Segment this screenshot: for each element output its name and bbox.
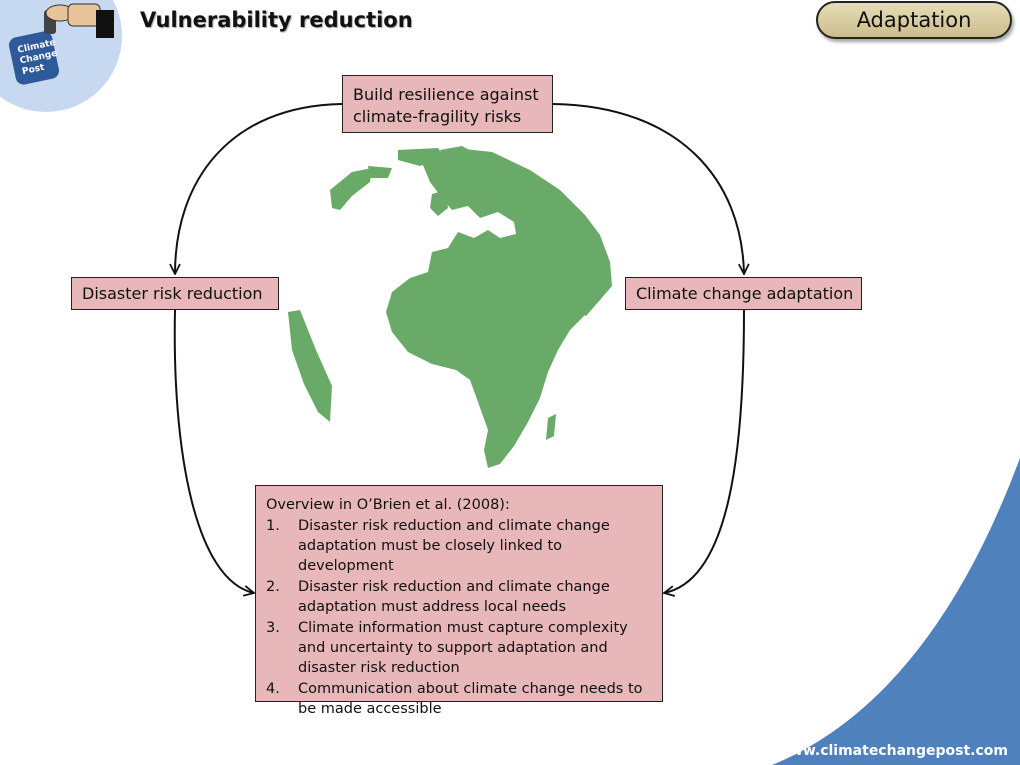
resilience-line: climate-fragility risks: [353, 107, 522, 126]
climate-adaptation-box: Climate change adaptation: [625, 277, 862, 310]
list-number: 2.: [266, 579, 280, 595]
resilience-box: Build resilience against climate-fragili…: [342, 75, 553, 133]
corner-swoosh: [772, 458, 1020, 765]
list-text: Communication about climate change needs…: [298, 681, 643, 717]
list-item: 4. Communication about climate change ne…: [266, 679, 654, 719]
list-text: Climate information must capture complex…: [298, 620, 628, 676]
list-number: 1.: [266, 518, 280, 534]
arrow-icon: [173, 309, 254, 593]
list-text: Disaster risk reduction and climate chan…: [298, 518, 610, 574]
disaster-risk-box: Disaster risk reduction: [71, 277, 279, 310]
list-item: 3. Climate information must capture comp…: [266, 618, 654, 678]
hand-stamp-icon: [8, 3, 114, 85]
list-item: 2. Disaster risk reduction and climate c…: [266, 577, 654, 617]
list-text: Disaster risk reduction and climate chan…: [298, 579, 610, 615]
list-number: 4.: [266, 681, 280, 697]
list-item: 1. Disaster risk reduction and climate c…: [266, 516, 654, 576]
arrow-icon: [175, 103, 343, 274]
arrow-icon: [664, 309, 745, 593]
logo-circle: [0, 0, 122, 112]
globe-icon: [288, 146, 612, 468]
overview-heading: Overview in O’Brien et al. (2008):: [266, 497, 510, 513]
footer-url[interactable]: www.climatechangepost.com: [776, 743, 1008, 759]
list-number: 3.: [266, 620, 280, 636]
overview-list: 1. Disaster risk reduction and climate c…: [266, 516, 654, 719]
arrow-icon: [552, 103, 744, 274]
overview-box: Overview in O’Brien et al. (2008): 1. Di…: [255, 485, 663, 717]
page-title: Vulnerability reduction: [140, 8, 413, 32]
resilience-line: Build resilience against: [353, 85, 539, 104]
section-badge: Adaptation: [816, 1, 1012, 39]
